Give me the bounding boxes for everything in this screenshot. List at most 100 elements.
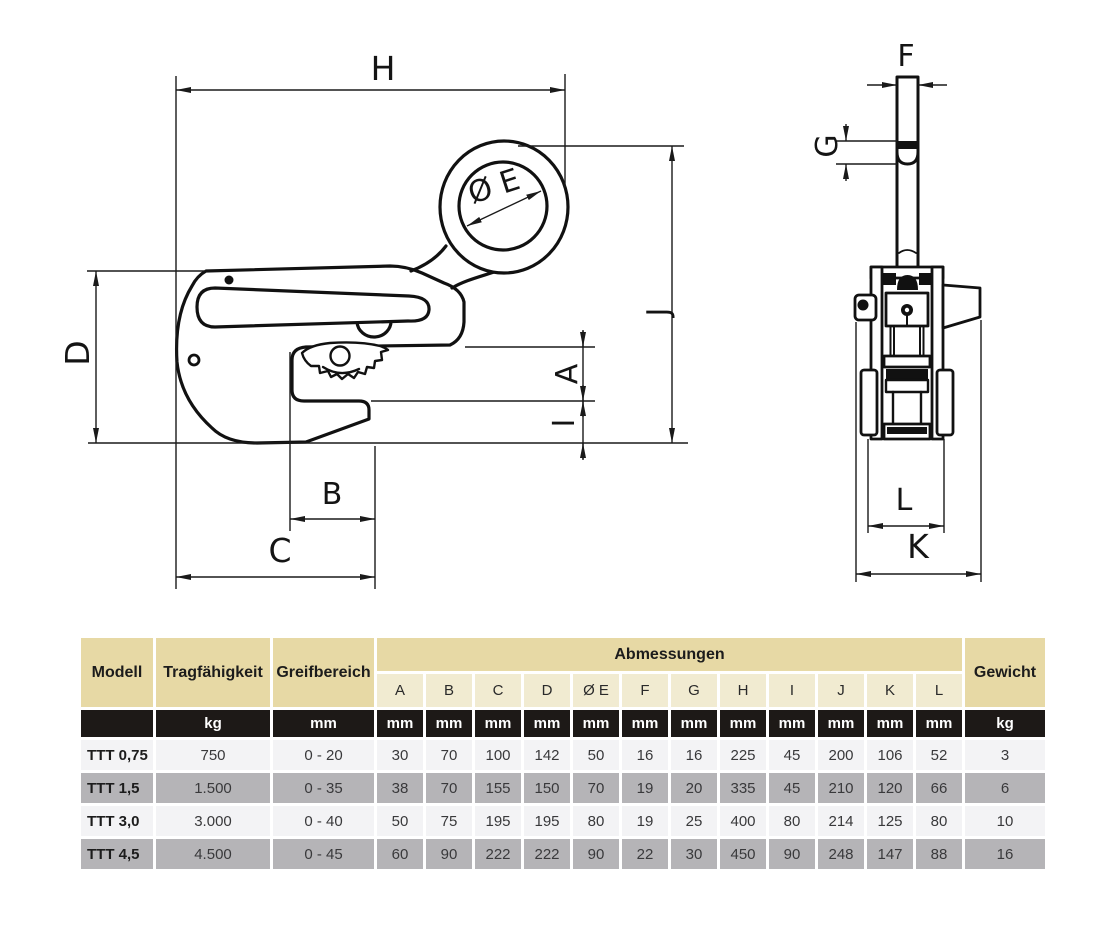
dim-col-D: D [524, 674, 570, 707]
dim-label-J: J [641, 308, 676, 319]
dim-col-C: C [475, 674, 521, 707]
model-cell: TTT 4,5 [81, 839, 153, 869]
value-cell: 52 [916, 740, 962, 770]
header-grip: Greifbereich [273, 638, 374, 707]
unit-model [81, 710, 153, 737]
unit-dim: mm [671, 710, 717, 737]
value-cell: 80 [769, 806, 815, 836]
unit-dim: mm [426, 710, 472, 737]
unit-dim: mm [818, 710, 864, 737]
dim-col-B: B [426, 674, 472, 707]
value-cell: 335 [720, 773, 766, 803]
value-cell: 120 [867, 773, 913, 803]
shank-bar [895, 75, 920, 270]
unit-dim: mm [573, 710, 619, 737]
shank-collar-band [896, 141, 919, 149]
dim-label-D: D [58, 340, 97, 365]
dim-col-F: F [622, 674, 668, 707]
value-cell: 20 [671, 773, 717, 803]
dim-label-G: G [810, 134, 845, 157]
pad-left [859, 368, 879, 437]
value-cell: 222 [475, 839, 521, 869]
value-cell: 80 [916, 806, 962, 836]
dim-col-H: H [720, 674, 766, 707]
model-cell: TTT 3,0 [81, 806, 153, 836]
dim-col-G: G [671, 674, 717, 707]
value-cell: 19 [622, 806, 668, 836]
crossbar [882, 354, 932, 369]
dim-label-H: H [371, 49, 396, 88]
spec-table-grid: Modell Tragfähigkeit Greifbereich Abmess… [78, 635, 1048, 872]
value-cell: 90 [769, 839, 815, 869]
lever-pivot-roller [355, 318, 393, 339]
value-cell: 45 [769, 773, 815, 803]
value-cell: 100 [475, 740, 521, 770]
dim-label-K: K [907, 527, 930, 566]
value-cell: 10 [965, 806, 1045, 836]
dim-label-C: C [268, 531, 291, 570]
cam-inner-arc [321, 365, 361, 375]
cam-pivot-pin [329, 345, 351, 367]
value-cell: 147 [867, 839, 913, 869]
value-cell: 70 [426, 773, 472, 803]
value-cell: 3.000 [156, 806, 270, 836]
value-cell: 25 [671, 806, 717, 836]
dim-col-J: J [818, 674, 864, 707]
cam-band-black [886, 369, 928, 380]
dim-label-F: F [897, 39, 914, 74]
value-cell: 45 [769, 740, 815, 770]
value-cell: 16 [671, 740, 717, 770]
dim-label-L: L [896, 483, 913, 518]
value-cell: 450 [720, 839, 766, 869]
technical-drawing: H Ø E J D A I B C [58, 39, 982, 589]
value-cell: 75 [426, 806, 472, 836]
dim-label-A: A [550, 363, 585, 384]
value-cell: 4.500 [156, 839, 270, 869]
unit-grip: mm [273, 710, 374, 737]
side-rail-right [930, 265, 945, 441]
value-cell: 70 [573, 773, 619, 803]
dim-col-L: L [916, 674, 962, 707]
value-cell: 248 [818, 839, 864, 869]
value-cell: 200 [818, 740, 864, 770]
front-view-dimensions: F G L K [810, 39, 982, 582]
side-view [174, 139, 570, 445]
dim-col-A: A [377, 674, 423, 707]
unit-dim: mm [867, 710, 913, 737]
unit-dim: mm [769, 710, 815, 737]
head-block-right [919, 273, 932, 285]
clevis-pin-dome [897, 275, 918, 290]
unit-dim: mm [622, 710, 668, 737]
spec-table: Modell Tragfähigkeit Greifbereich Abmess… [78, 635, 1048, 872]
value-cell: 214 [818, 806, 864, 836]
dim-label-I: I [547, 419, 582, 428]
value-cell: 70 [426, 740, 472, 770]
value-cell: 210 [818, 773, 864, 803]
value-cell: 225 [720, 740, 766, 770]
value-cell: 222 [524, 839, 570, 869]
dim-col-E: Ø E [573, 674, 619, 707]
header-weight: Gewicht [965, 638, 1045, 707]
value-cell: 400 [720, 806, 766, 836]
unit-dim: mm [720, 710, 766, 737]
value-cell: 60 [377, 839, 423, 869]
left-bracket-pin [857, 299, 869, 311]
neck-outer-edge [409, 244, 448, 273]
value-cell: 195 [475, 806, 521, 836]
value-cell: 30 [671, 839, 717, 869]
value-cell: 38 [377, 773, 423, 803]
top-pin-dot [224, 275, 234, 285]
value-cell: 150 [524, 773, 570, 803]
header-model: Modell [81, 638, 153, 707]
unit-weight: kg [965, 710, 1045, 737]
value-cell: 6 [965, 773, 1045, 803]
value-cell: 142 [524, 740, 570, 770]
value-cell: 30 [377, 740, 423, 770]
side-view-dimensions: H Ø E J D A I B C [58, 49, 688, 589]
value-cell: 195 [524, 806, 570, 836]
